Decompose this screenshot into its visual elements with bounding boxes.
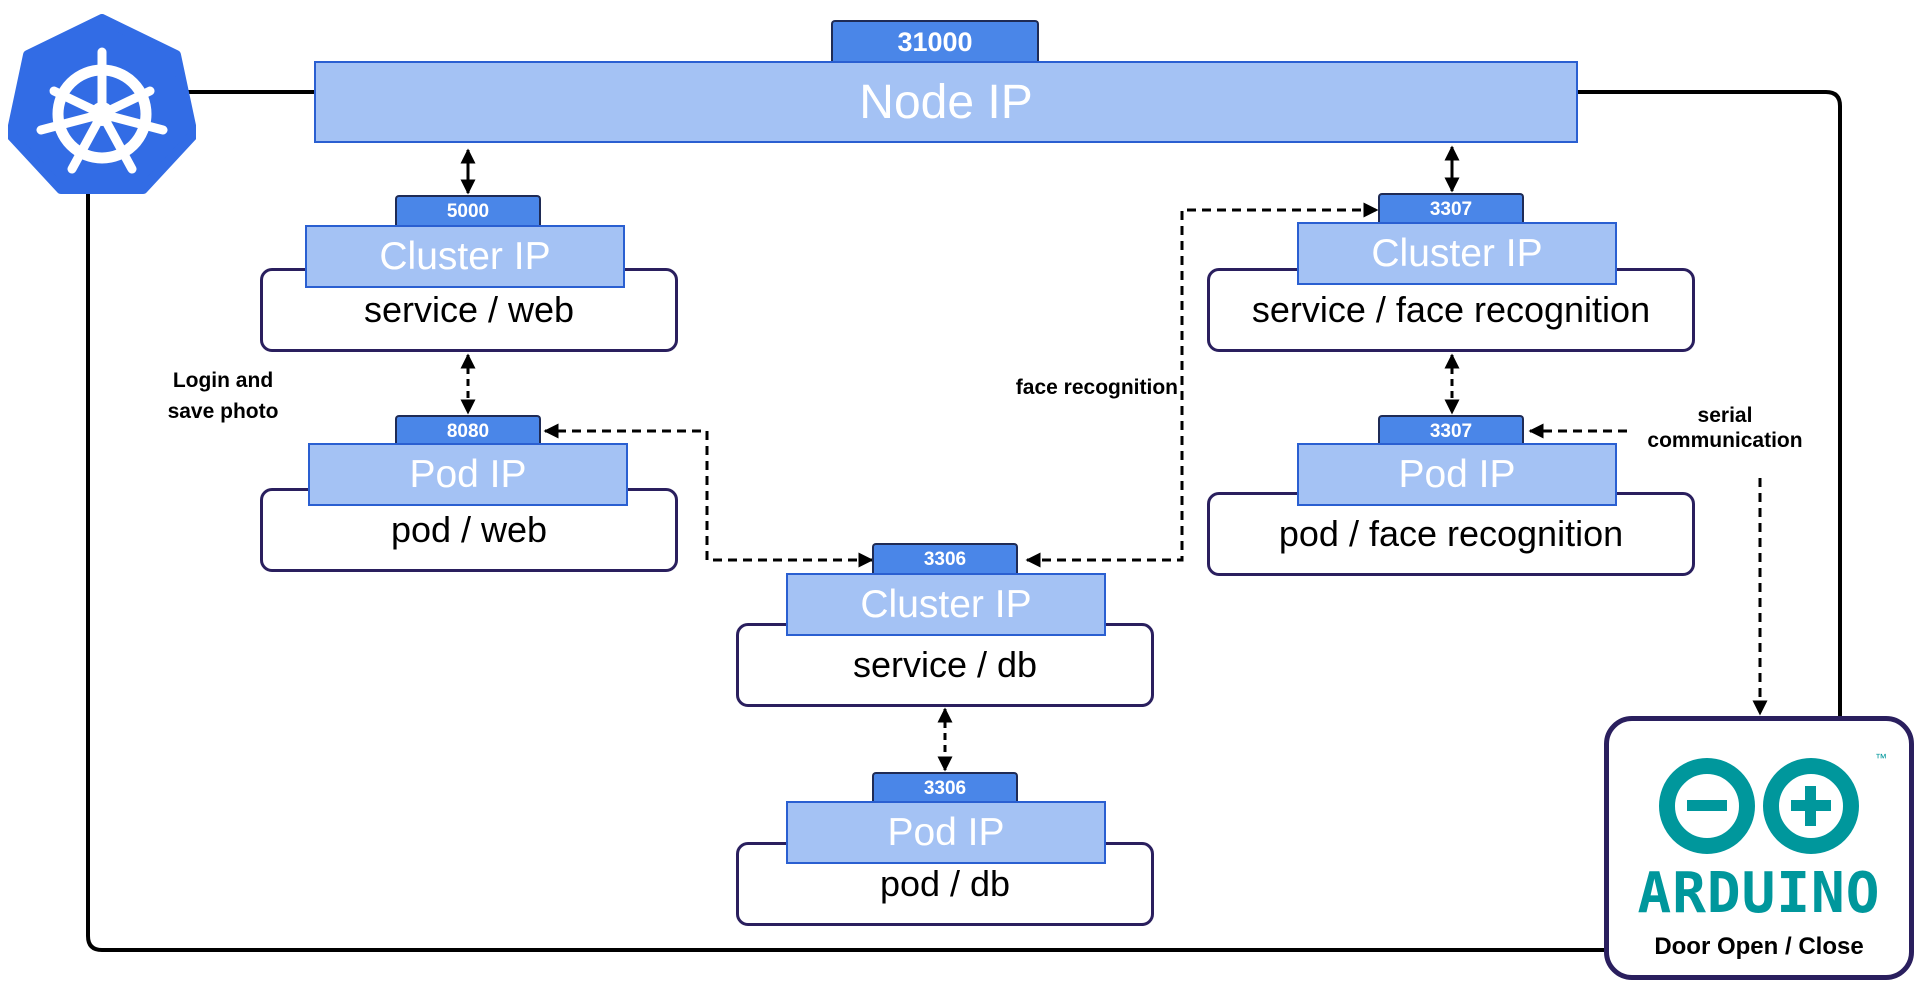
face-pod-card: pod / face recognition [1207, 492, 1695, 576]
face-pod-port: 3307 [1378, 415, 1524, 447]
arduino-infinity-icon [1659, 758, 1859, 854]
db-pod-ip-bar: Pod IP [786, 801, 1106, 864]
db-pod-port: 3306 [872, 772, 1018, 804]
db-service-port: 3306 [872, 543, 1018, 575]
web-pod-ip-bar: Pod IP [308, 443, 628, 506]
arduino-caption: Door Open / Close [1654, 933, 1864, 960]
arduino-trademark: ™ [1875, 751, 1887, 765]
web-service-port: 5000 [395, 195, 541, 227]
db-service-name: service / db [852, 644, 1038, 685]
cluster-boundary [1575, 90, 1842, 718]
kubernetes-logo-icon [8, 14, 196, 194]
login-label: Login and save photo [167, 369, 279, 423]
face-pod-name: pod / face recognition [1278, 513, 1624, 554]
db-pod-name: pod / db [879, 863, 1011, 904]
node-ip-bar: Node IP [314, 61, 1578, 143]
db-service-ip-bar: Cluster IP [786, 573, 1106, 636]
web-pod-port: 8080 [395, 415, 541, 447]
web-service-name: service / web [363, 289, 575, 330]
web-pod-name: pod / web [390, 509, 548, 550]
cluster-boundary-bottom [86, 180, 1604, 952]
arrow-db-to-face-service [1025, 202, 1379, 568]
face-service-port: 3307 [1378, 193, 1524, 225]
face-pod-ip-bar: Pod IP [1297, 443, 1617, 506]
db-service-card: service / db [736, 623, 1154, 707]
arduino-box: ™ ARDUINO Door Open / Close [1604, 716, 1914, 980]
face-service-ip-bar: Cluster IP [1297, 222, 1617, 285]
face-recognition-label: face recognition [1015, 376, 1178, 399]
web-service-ip-bar: Cluster IP [305, 225, 625, 288]
face-service-name: service / face recognition [1251, 289, 1651, 330]
arrow-db-to-web-pod [543, 423, 874, 568]
serial-communication-label: serial communication [1647, 404, 1803, 452]
node-port: 31000 [831, 20, 1039, 62]
arduino-wordmark: ARDUINO [1637, 861, 1881, 926]
